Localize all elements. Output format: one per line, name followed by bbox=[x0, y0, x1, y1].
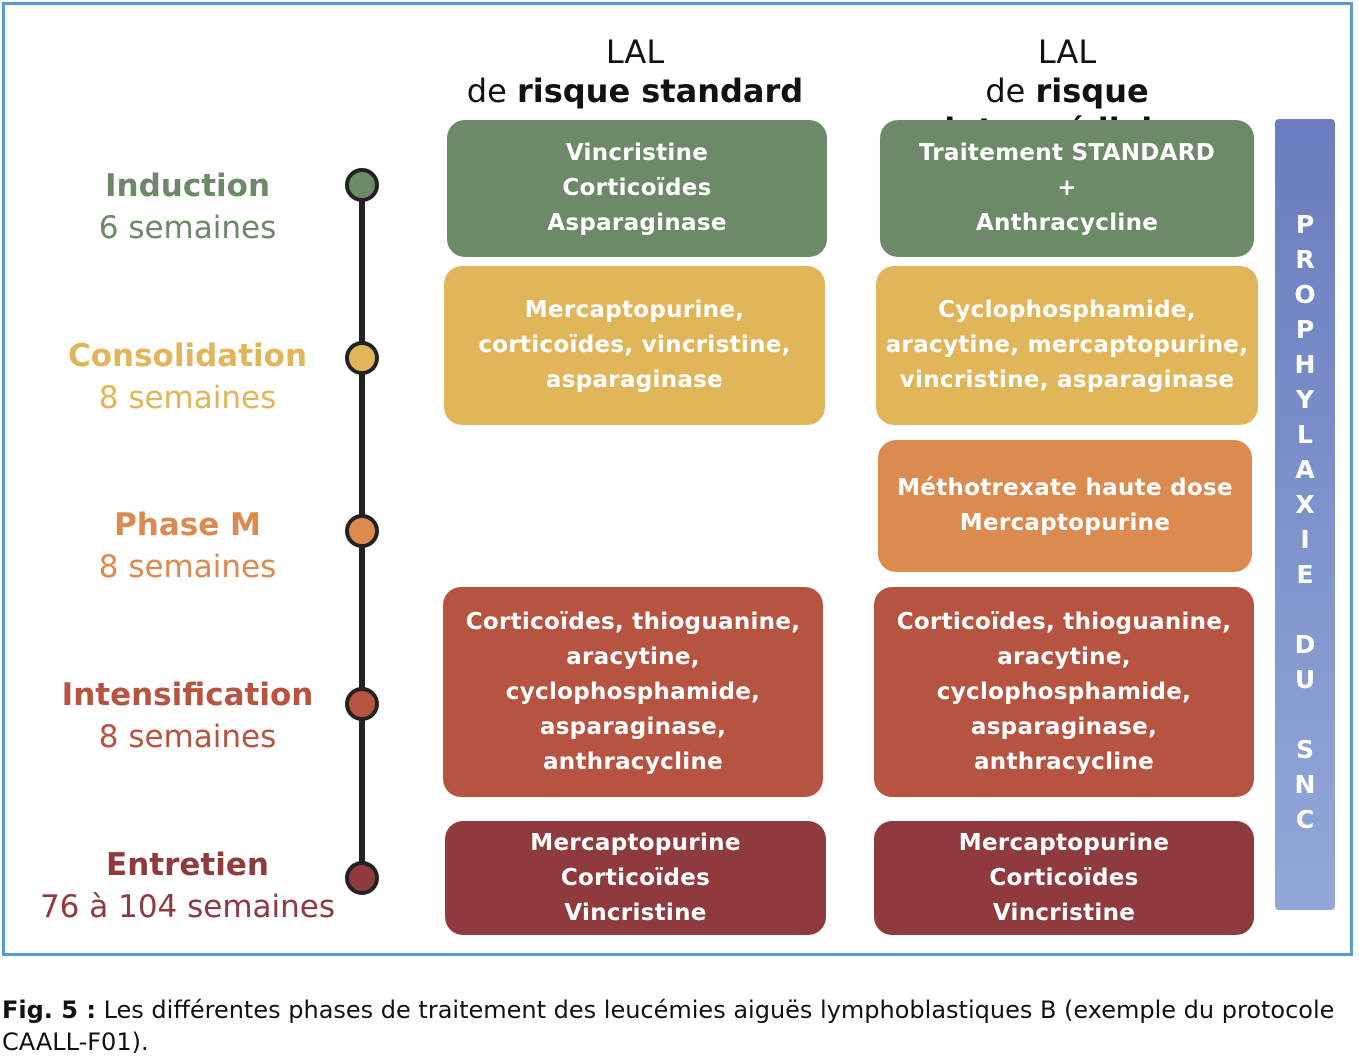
box-text-line: aracytine, bbox=[566, 643, 700, 670]
box-text-line: Mercaptopurine, bbox=[524, 297, 745, 323]
prophylaxie-letter: P bbox=[1295, 210, 1315, 239]
column-header-standard: LAL de risque standard bbox=[445, 33, 825, 111]
prophylaxie-letter: U bbox=[1294, 665, 1316, 694]
phase-consolidation: Consolidation 8 semaines bbox=[20, 336, 355, 420]
phase-intensification: Intensification 8 semaines bbox=[20, 675, 355, 759]
phase-duration: 8 semaines bbox=[98, 549, 277, 585]
prophylaxie-letter: A bbox=[1295, 455, 1315, 484]
box-text-line: corticoïdes, vincristine, bbox=[478, 332, 791, 358]
box-text-line: Corticoïdes bbox=[989, 864, 1139, 891]
phase-name: Phase M bbox=[114, 507, 261, 543]
prophylaxie-letter: I bbox=[1300, 525, 1310, 554]
prophylaxie-letter: P bbox=[1295, 315, 1315, 344]
box-text-line: Mercaptopurine bbox=[530, 829, 741, 856]
timeline-dot-intensification bbox=[345, 687, 379, 721]
prophylaxie-letter: S bbox=[1295, 735, 1314, 764]
box-text-line: Méthotrexate haute dose bbox=[897, 475, 1233, 501]
prophylaxie-letter: X bbox=[1295, 490, 1315, 519]
box-text-line: Cyclophosphamide, bbox=[938, 297, 1196, 323]
phase-entretien: Entretien 76 à 104 semaines bbox=[20, 845, 355, 929]
prophylaxie-letter: E bbox=[1296, 560, 1314, 589]
phase-duration: 8 semaines bbox=[98, 380, 277, 416]
box-intermediaire-induction: Traitement STANDARD + Anthracycline bbox=[880, 120, 1254, 257]
caption-label: Fig. 5 : bbox=[2, 996, 96, 1024]
box-standard-consolidation: Mercaptopurine, corticoïdes, vincristine,… bbox=[444, 266, 825, 425]
prophylaxie-letter: L bbox=[1297, 420, 1313, 449]
prophylaxie-letter: O bbox=[1294, 280, 1316, 309]
timeline-dot-entretien bbox=[345, 861, 379, 895]
box-text-line: Corticoïdes, thioguanine, bbox=[896, 608, 1232, 635]
box-text-line: + bbox=[1057, 175, 1077, 201]
box-text-line: asparaginase, bbox=[539, 713, 727, 740]
column-header-bold: risque standard bbox=[516, 72, 804, 110]
box-text-line: Vincristine bbox=[992, 899, 1136, 926]
timeline-dot-induction bbox=[345, 168, 379, 202]
figure-frame bbox=[2, 2, 1353, 956]
phase-name: Induction bbox=[104, 168, 271, 204]
box-intermediaire-consolidation: Cyclophosphamide, aracytine, mercaptopuri… bbox=[876, 266, 1258, 425]
phase-induction: Induction 6 semaines bbox=[20, 166, 355, 250]
caption-text: Les différentes phases de traitement des… bbox=[2, 996, 1335, 1056]
box-standard-intensification: Corticoïdes, thioguanine, aracytine, cyclo… bbox=[443, 587, 823, 797]
box-text-line: anthracycline bbox=[973, 748, 1155, 775]
box-text-line: anthracycline bbox=[542, 748, 724, 775]
phase-m: Phase M 8 semaines bbox=[20, 505, 355, 589]
column-header-prefix: de bbox=[985, 72, 1036, 110]
box-text-line: Traitement STANDARD bbox=[918, 140, 1216, 166]
box-text-line: Corticoïdes bbox=[562, 175, 712, 201]
box-intermediaire-intensification: Corticoïdes, thioguanine, aracytine, cyclo… bbox=[874, 587, 1254, 797]
box-text-line: aracytine, mercaptopurine, bbox=[885, 332, 1249, 358]
prophylaxie-letter: H bbox=[1294, 350, 1316, 379]
box-text-line: asparaginase, bbox=[970, 713, 1158, 740]
phase-duration: 8 semaines bbox=[98, 719, 277, 755]
timeline-dot-consolidation bbox=[345, 341, 379, 375]
column-header-line2: de risque standard bbox=[445, 72, 825, 111]
box-text-line: cyclophosphamide, bbox=[505, 678, 761, 705]
phase-name: Consolidation bbox=[67, 338, 308, 374]
timeline-dot-phase-m bbox=[345, 514, 379, 548]
box-text-line: asparaginase bbox=[545, 367, 724, 393]
box-text-line: vincristine, asparaginase bbox=[899, 367, 1235, 393]
box-text-line: Vincristine bbox=[564, 899, 707, 926]
phase-duration: 76 à 104 semaines bbox=[39, 889, 336, 925]
prophylaxie-letter: Y bbox=[1295, 385, 1315, 414]
prophylaxie-letter: C bbox=[1295, 805, 1315, 834]
column-header-prefix: de bbox=[466, 72, 517, 110]
box-text-line: Corticoïdes, thioguanine, bbox=[465, 608, 801, 635]
box-text-line: Corticoïdes bbox=[560, 864, 711, 891]
column-header-line1: LAL bbox=[605, 33, 665, 71]
box-text-line: Vincristine bbox=[565, 140, 709, 166]
phase-duration: 6 semaines bbox=[98, 210, 277, 246]
phase-name: Intensification bbox=[61, 677, 314, 713]
box-text-line: Asparaginase bbox=[547, 210, 727, 236]
column-header-line1: LAL bbox=[1037, 33, 1097, 71]
figure-caption: Fig. 5 : Les différentes phases de trait… bbox=[2, 994, 1359, 1058]
box-text-line: aracytine, bbox=[997, 643, 1131, 670]
prophylaxie-letter: N bbox=[1294, 770, 1316, 799]
prophylaxie-letter: D bbox=[1294, 630, 1316, 659]
box-text-line: Mercaptopurine bbox=[959, 510, 1171, 536]
box-text-line: Anthracycline bbox=[975, 210, 1159, 236]
phase-name: Entretien bbox=[106, 847, 269, 883]
box-text-line: Mercaptopurine bbox=[958, 829, 1170, 856]
prophylaxie-letter: R bbox=[1295, 245, 1315, 274]
box-text-line: cyclophosphamide, bbox=[936, 678, 1192, 705]
